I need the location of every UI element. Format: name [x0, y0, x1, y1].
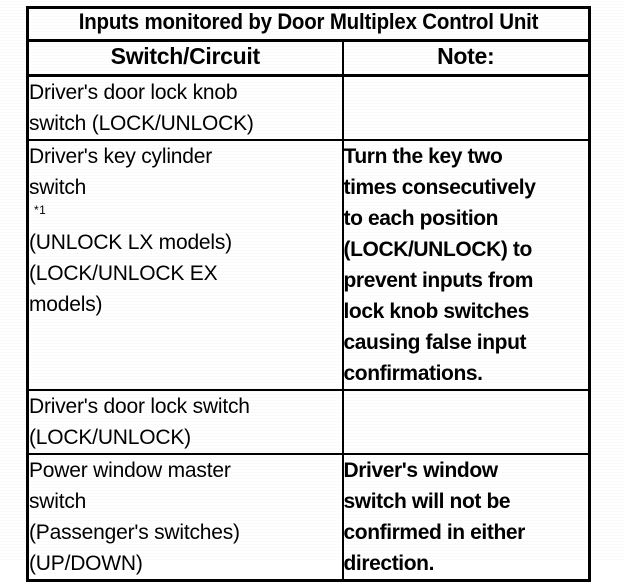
- inputs-monitored-table: Inputs monitored by Door Multiplex Contr…: [26, 6, 591, 582]
- scanned-manual-page: Inputs monitored by Door Multiplex Contr…: [26, 6, 591, 582]
- table-row: Driver's door lock switch (LOCK/UNLOCK): [26, 389, 591, 455]
- cell-note-driver-key-cylinder: Turn the key two times consecutively to …: [341, 139, 591, 391]
- switch-description: Driver's door lock knob switch (LOCK/UNL…: [29, 81, 254, 135]
- cell-note-driver-door-lock-knob: [341, 74, 591, 141]
- page-title: Inputs monitored by Door Multiplex Contr…: [78, 9, 539, 34]
- column-header-note: Note:: [341, 39, 591, 77]
- cell-switch-driver-door-lock: Driver's door lock switch (LOCK/UNLOCK): [26, 389, 344, 455]
- table-title-row: Inputs monitored by Door Multiplex Contr…: [26, 6, 591, 42]
- note-description: Turn the key two times consecutively to …: [343, 145, 536, 385]
- footnote-marker: *1: [34, 203, 47, 217]
- cell-switch-power-window-master: Power window master switch (Passenger's …: [26, 453, 344, 582]
- cell-note-driver-door-lock: [341, 389, 591, 455]
- column-header-note-label: Note:: [437, 43, 495, 69]
- table-row: Power window master switch (Passenger's …: [26, 453, 591, 582]
- switch-description: Power window master switch (Passenger's …: [29, 459, 240, 575]
- switch-description-continued: (UNLOCK LX models) (LOCK/UNLOCK EX model…: [29, 231, 232, 316]
- column-header-switch-circuit: Switch/Circuit: [26, 39, 344, 77]
- table-title-cell: Inputs monitored by Door Multiplex Contr…: [26, 6, 591, 42]
- table-row: Driver's key cylinder switch *1 (UNLOCK L…: [26, 139, 591, 391]
- table-row: Driver's door lock knob switch (LOCK/UNL…: [26, 74, 591, 141]
- cell-note-power-window-master: Driver's window switch will not be confi…: [341, 453, 591, 582]
- cell-switch-driver-door-lock-knob: Driver's door lock knob switch (LOCK/UNL…: [26, 74, 344, 141]
- note-description: Driver's window switch will not be confi…: [343, 459, 526, 575]
- switch-description: Driver's door lock switch (LOCK/UNLOCK): [29, 395, 250, 449]
- table-header-row: Switch/Circuit Note:: [26, 39, 591, 77]
- cell-switch-driver-key-cylinder: Driver's key cylinder switch *1 (UNLOCK L…: [26, 139, 344, 391]
- column-header-switch-circuit-label: Switch/Circuit: [110, 43, 260, 69]
- switch-description: Driver's key cylinder switch: [29, 145, 213, 199]
